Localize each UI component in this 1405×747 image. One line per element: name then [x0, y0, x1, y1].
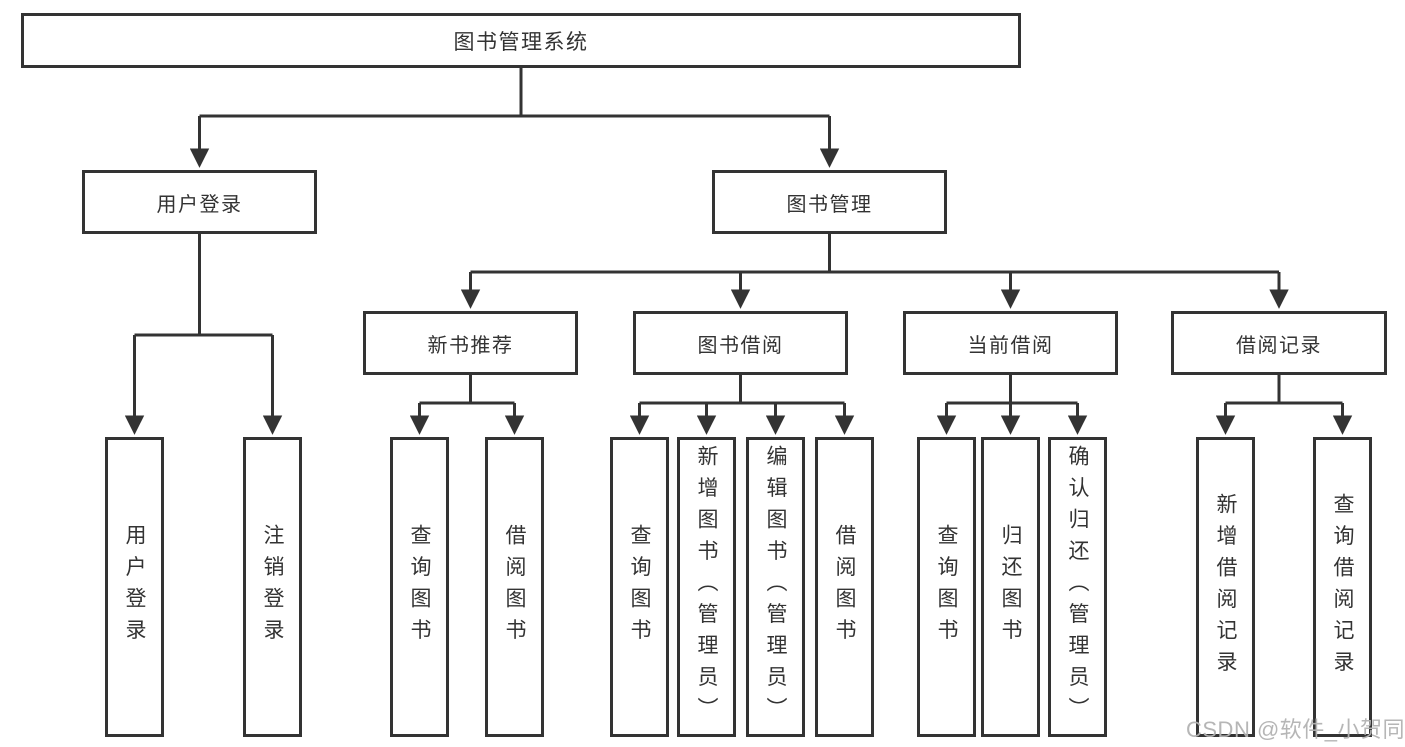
- node-current-borrow: 当前借阅: [903, 311, 1118, 375]
- leaf-label: 用户登录: [123, 524, 146, 650]
- leaf-label: 查询借阅记录: [1331, 492, 1354, 682]
- leaf-edit-books-admin: 编辑图书（管理员）: [746, 437, 805, 737]
- node-root: 图书管理系统: [21, 13, 1021, 68]
- spine-book-management: [470, 234, 1279, 274]
- leaf-label: 查询图书: [628, 524, 651, 650]
- node-current-borrow-label: 当前借阅: [967, 334, 1054, 357]
- node-book-management: 图书管理: [712, 170, 947, 234]
- csdn-watermark: CSDN @软件_小贺同学: [1186, 717, 1405, 742]
- node-book-management-label: 图书管理: [786, 193, 873, 216]
- node-user-login-label: 用户登录: [156, 193, 243, 216]
- leaf-add-books-admin: 新增图书（管理员）: [677, 437, 736, 737]
- spine-root: [199, 68, 830, 118]
- leaf-query-books-current: 查询图书: [917, 437, 976, 737]
- leaf-label: 注销登录: [261, 524, 284, 650]
- leaf-label: 确认归还（管理员）: [1066, 445, 1089, 729]
- leaf-query-borrow-record: 查询借阅记录: [1313, 437, 1372, 737]
- leaf-label: 编辑图书（管理员）: [764, 445, 787, 729]
- leaf-label: 查询图书: [408, 524, 431, 650]
- node-new-book-recommend: 新书推荐: [363, 311, 578, 375]
- leaf-confirm-return-admin: 确认归还（管理员）: [1048, 437, 1107, 737]
- node-root-label: 图书管理系统: [453, 30, 589, 54]
- spine-current-borrow: [946, 375, 1078, 405]
- leaf-return-books: 归还图书: [981, 437, 1040, 737]
- leaf-label: 查询图书: [935, 524, 958, 650]
- node-borrow-records-label: 借阅记录: [1236, 334, 1322, 357]
- node-book-borrow-label: 图书借阅: [697, 334, 784, 357]
- leaf-label: 新增借阅记录: [1214, 492, 1237, 682]
- spine-book-borrow: [639, 375, 845, 405]
- node-new-book-recommend-label: 新书推荐: [427, 334, 514, 357]
- leaf-query-books-borrow: 查询图书: [610, 437, 669, 737]
- leaf-logout: 注销登录: [243, 437, 302, 737]
- leaf-label: 借阅图书: [833, 524, 856, 650]
- leaf-user-login: 用户登录: [105, 437, 164, 737]
- leaf-add-borrow-record: 新增借阅记录: [1196, 437, 1255, 737]
- spine-user-login: [134, 234, 273, 337]
- spine-new-book-recommend: [419, 375, 515, 405]
- leaf-label: 归还图书: [999, 524, 1022, 650]
- leaf-borrow-books-recommend: 借阅图书: [485, 437, 544, 737]
- node-user-login: 用户登录: [82, 170, 317, 234]
- spine-borrow-records: [1225, 375, 1343, 405]
- leaf-borrow-books: 借阅图书: [815, 437, 874, 737]
- node-borrow-records: 借阅记录: [1171, 311, 1387, 375]
- leaf-label: 新增图书（管理员）: [695, 445, 718, 729]
- leaf-query-books-recommend: 查询图书: [390, 437, 449, 737]
- leaf-label: 借阅图书: [503, 524, 526, 650]
- node-book-borrow: 图书借阅: [633, 311, 848, 375]
